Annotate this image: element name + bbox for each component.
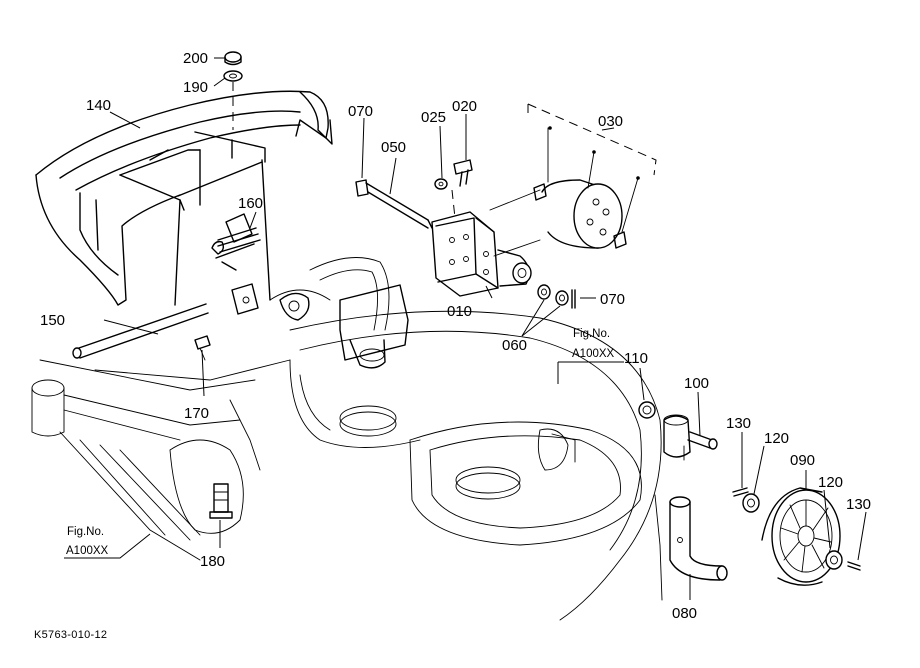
drawing-code: K5763-010-12 [34, 629, 107, 641]
part-100-bolt [687, 431, 718, 450]
callout-170: 170 [184, 405, 209, 422]
callout-060: 060 [502, 337, 527, 354]
part-050-bolt [355, 179, 433, 229]
part-130-pin-right [847, 561, 861, 571]
callout-010: 010 [447, 303, 472, 320]
leader-lines [103, 57, 867, 600]
callout-090: 090 [790, 452, 815, 469]
assembly-line-025 [451, 189, 456, 219]
callout-110: 110 [624, 350, 648, 367]
callout-190: 190 [183, 79, 208, 96]
mount-bracket [279, 284, 409, 369]
callout-180: 180 [200, 553, 225, 570]
callout-080: 080 [672, 605, 697, 622]
lower-frame [31, 359, 291, 561]
fig-ref-left-line1: Fig.No. [67, 526, 104, 538]
part-030-roller [489, 103, 657, 257]
part-025-washer [434, 178, 448, 190]
callout-200: 200 [183, 50, 208, 67]
callout-070-top: 070 [348, 103, 373, 120]
fig-ref-left-arrow [64, 533, 151, 559]
part-080-axle [654, 494, 728, 601]
callout-140: 140 [86, 97, 111, 114]
callout-160: 160 [238, 195, 263, 212]
callout-120-left: 120 [764, 430, 789, 447]
part-110-grommet [638, 401, 656, 419]
part-020-bolt [453, 159, 473, 187]
fig-ref-left: Fig.No. A100XX [66, 526, 109, 557]
callout-130-left: 130 [726, 415, 751, 432]
fig-ref-right-line2: A100XX [572, 348, 615, 360]
callout-050: 050 [381, 139, 406, 156]
part-010-bracket [431, 211, 532, 297]
part-120-washer-left [742, 493, 760, 513]
fig-ref-right: Fig.No. A100XX [572, 328, 615, 360]
callout-025: 025 [421, 109, 446, 126]
part-060-washers [537, 284, 569, 306]
callout-150: 150 [40, 312, 65, 329]
part-180-stud [209, 483, 233, 519]
mower-deck-outline [269, 257, 662, 621]
part-200-nut [224, 51, 242, 66]
part-160-spring [211, 213, 261, 315]
part-140-cover [35, 90, 333, 306]
callout-100: 100 [684, 375, 709, 392]
part-130-pin-left [732, 487, 749, 497]
height-bracket [663, 414, 691, 461]
fig-ref-right-line1: Fig.No. [573, 328, 610, 340]
callout-labels: 200 190 140 070 025 020 030 050 160 150 … [40, 50, 871, 622]
fig-ref-right-arrow [557, 361, 624, 384]
part-190-washer [223, 70, 243, 130]
part-090-wheel [761, 487, 841, 586]
part-070-pin [571, 289, 576, 309]
callout-130-right: 130 [846, 496, 871, 513]
part-120-washer-right [825, 550, 843, 570]
part-150-rod [72, 303, 209, 359]
callout-120-right: 120 [818, 474, 843, 491]
callout-030: 030 [598, 113, 623, 130]
callout-070-right: 070 [600, 291, 625, 308]
fig-ref-left-line2: A100XX [66, 545, 109, 557]
callout-020: 020 [452, 98, 477, 115]
